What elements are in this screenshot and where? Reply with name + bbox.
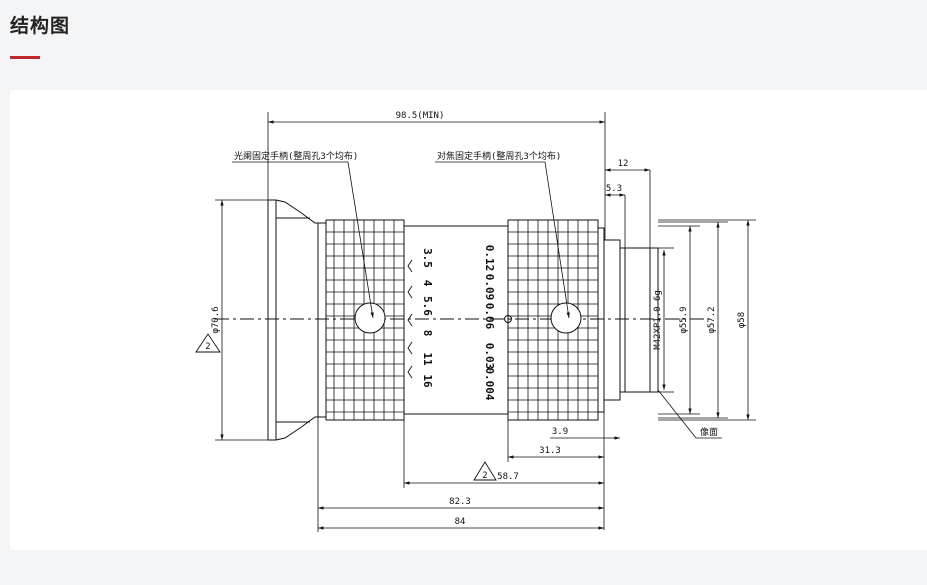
diagram-panel: 98.5(MIN) 12 5.3 3.9 31.3 58.7 82.3 84 φ…: [10, 90, 927, 550]
focus-scale: 0.12 0.09 0.06 0.03 0.004: [483, 245, 496, 401]
dim-phi-57-2: φ57.2: [707, 306, 717, 333]
dim-84: 84: [455, 517, 466, 527]
dim-phi-55-9: φ55.9: [679, 306, 689, 333]
revision-triangle-bottom: [473, 461, 497, 481]
dim-3-9: 3.9: [552, 427, 568, 437]
focus-screw-hole: [550, 302, 582, 334]
focus-scale-label: 0.12: [483, 245, 496, 272]
aperture-scale-label: 4: [421, 280, 434, 287]
lens-structure-drawing: 98.5(MIN) 12 5.3 3.9 31.3 58.7 82.3 84 φ…: [195, 111, 756, 532]
aperture-scale-label: 8: [421, 330, 434, 337]
dim-5-3: 5.3: [606, 184, 622, 194]
revision-triangle-left: [195, 333, 221, 353]
note-aperture-screw: 光阑固定手柄(整周孔3个均布): [234, 150, 358, 162]
front-flange: [267, 199, 277, 441]
focus-knurl: [508, 220, 598, 420]
note-image-plane: 像面: [700, 426, 718, 438]
focus-scale-label: 0.03: [483, 343, 496, 370]
dim-58-7: 58.7: [497, 472, 519, 482]
aperture-scale-label: 5.6: [421, 296, 434, 316]
revision-label-left: 2: [205, 342, 210, 352]
dim-31-3: 31.3: [539, 446, 561, 456]
mount-thread: [619, 247, 659, 393]
dim-98-5: 98.5(MIN): [396, 111, 445, 121]
aperture-screw-hole: [354, 302, 386, 334]
thread-spec: M42XP1.0-6g: [653, 290, 663, 350]
focus-scale-label: 0.09: [483, 274, 496, 301]
dim-82-3: 82.3: [449, 497, 471, 507]
title-underline: [10, 56, 40, 59]
dim-12: 12: [618, 159, 629, 169]
aperture-scale-label: 3.5: [421, 248, 434, 268]
section-title: 结构图: [10, 15, 71, 37]
dim-phi-58: φ58: [737, 312, 747, 328]
aperture-scale-label: 16: [421, 374, 434, 388]
dim-phi-70-6: φ70.6: [211, 306, 221, 333]
revision-label-bottom: 2: [482, 471, 487, 481]
note-focus-screw: 对焦固定手柄(整周孔3个均布): [437, 150, 561, 162]
focus-scale-label: 0.004: [483, 367, 496, 400]
focus-scale-label: 0.06: [483, 303, 496, 330]
index-mark: [504, 315, 512, 323]
aperture-scale: 3.5 4 5.6 8 11 16: [421, 248, 434, 388]
aperture-scale-label: 11: [421, 352, 434, 366]
